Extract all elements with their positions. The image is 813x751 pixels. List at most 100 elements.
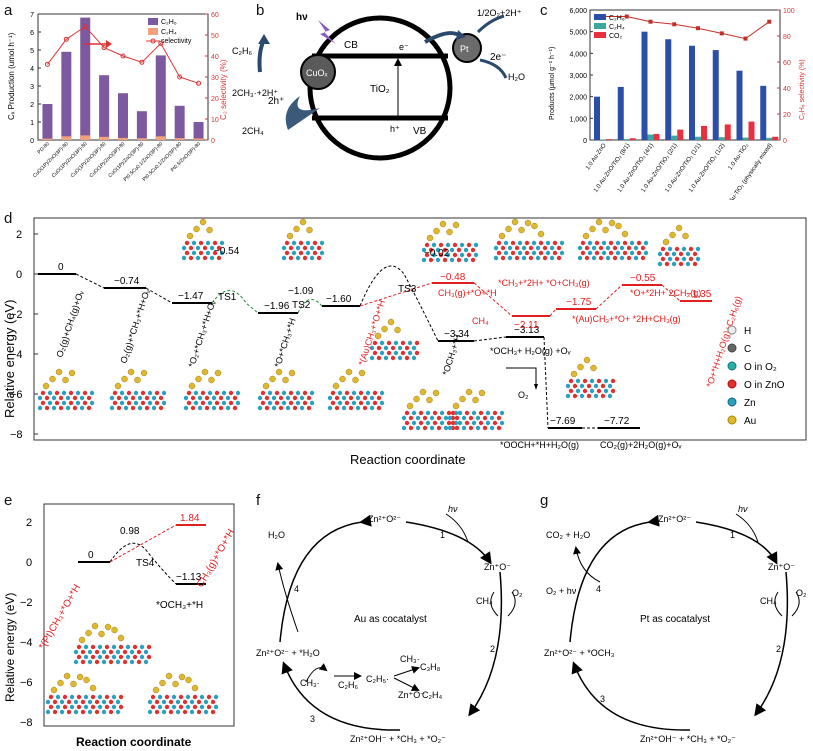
zno-atom xyxy=(83,694,89,700)
au-atom xyxy=(433,227,440,235)
e-ytick-m2: −2 xyxy=(20,597,33,609)
zno-atom xyxy=(235,390,241,396)
zno-atom xyxy=(171,694,177,700)
a-ytick-label: 5 xyxy=(30,48,34,55)
zno-atom xyxy=(575,388,581,394)
zno-atom xyxy=(147,709,153,715)
au-atom xyxy=(63,672,71,680)
zno-atom xyxy=(161,699,167,705)
d-lbl-5: *OCH₃+ H₂O(g) +Oᵥ xyxy=(490,346,571,356)
zno-atom xyxy=(454,425,460,431)
zno-atom xyxy=(565,393,571,399)
zno-atom xyxy=(69,704,75,710)
d-ytick-m6: −6 xyxy=(10,389,23,401)
zno-atom xyxy=(365,390,371,396)
zno-atom xyxy=(397,355,403,361)
zno-atom xyxy=(464,410,470,416)
d-ts3: TS3 xyxy=(398,284,417,295)
zno-atom xyxy=(309,245,315,251)
zno-atom xyxy=(681,246,687,252)
zno-atom xyxy=(157,704,163,710)
zno-atom xyxy=(216,245,222,251)
au-atom xyxy=(358,369,366,377)
zno-atom xyxy=(288,390,294,396)
zno-atom xyxy=(446,410,452,416)
panel-d-letter: d xyxy=(4,210,13,227)
zno-atom xyxy=(184,240,190,246)
zno-atom xyxy=(431,252,437,258)
au-atom xyxy=(531,222,538,230)
zno-atom xyxy=(136,659,142,665)
zno-atom xyxy=(101,649,107,655)
c-ytick-r-label: 40 xyxy=(783,86,791,93)
zno-atom xyxy=(432,420,438,426)
zno-atom xyxy=(468,425,474,431)
d-er-2: −1.75 xyxy=(566,297,592,308)
au-atom xyxy=(185,676,192,684)
panel-a-letter: a xyxy=(4,2,13,19)
zno-atom xyxy=(383,355,389,361)
zno-atom xyxy=(390,345,396,351)
zno-atom xyxy=(470,257,476,263)
zno-atom xyxy=(552,250,558,256)
zno-atom xyxy=(681,256,687,262)
zno-atom xyxy=(192,694,198,700)
au-atom xyxy=(50,686,58,694)
f-step2: 2 xyxy=(490,644,495,654)
zno-atom xyxy=(101,659,107,665)
zno-atom xyxy=(579,383,585,389)
d-ytick-m2: −2 xyxy=(10,309,23,321)
zno-atom xyxy=(447,425,453,431)
zno-atom xyxy=(284,240,290,246)
zno-atom xyxy=(657,251,663,257)
d-ts2-e: −1.09 xyxy=(288,286,314,297)
au-atom xyxy=(432,389,440,397)
zno-atom xyxy=(161,390,167,396)
zno-atom xyxy=(137,405,143,411)
au-atom xyxy=(662,238,670,246)
zno-atom xyxy=(586,393,592,399)
zno-atom xyxy=(407,340,413,346)
zno-atom xyxy=(175,699,181,705)
au-atom xyxy=(49,375,56,383)
zno-atom xyxy=(401,425,407,431)
c-ytick-r-label: 100 xyxy=(783,8,795,15)
au-atom xyxy=(83,676,90,684)
zno-atom xyxy=(213,694,219,700)
zno-atom xyxy=(438,252,444,258)
zno-atom xyxy=(408,425,414,431)
zno-atom xyxy=(76,704,82,710)
au-atom xyxy=(195,375,202,383)
zno-atom xyxy=(605,245,611,251)
zno-atom xyxy=(62,694,68,700)
zno-atom xyxy=(161,709,167,715)
zno-atom xyxy=(615,240,621,246)
zno-atom xyxy=(436,425,442,431)
au-atom xyxy=(188,382,196,390)
panel-b-letter: b xyxy=(256,2,265,19)
zno-atom xyxy=(111,704,117,710)
zno-atom xyxy=(607,393,613,399)
zno-atom xyxy=(150,694,156,700)
d-e-4: −1.60 xyxy=(326,294,352,305)
panel-g-letter: g xyxy=(540,492,549,509)
zno-atom xyxy=(538,250,544,256)
zno-atom xyxy=(685,251,691,257)
zno-atom xyxy=(51,395,57,401)
a-ytick-label: 2 xyxy=(30,102,34,109)
d-ts1-e: −0.54 xyxy=(214,246,240,257)
f-c2h4: C₂H₄ xyxy=(422,690,442,700)
c-ylabel-left: Products (μmol g⁻¹ h⁻¹) xyxy=(549,47,556,120)
c-legend-c2h6: C₂H₆ xyxy=(609,15,625,22)
zno-atom xyxy=(75,390,81,396)
zno-atom xyxy=(355,405,361,411)
d-leg-ozno: O in ZnO xyxy=(744,380,785,391)
b-h2o: H₂O xyxy=(508,72,525,82)
zno-atom xyxy=(344,390,350,396)
zno-atom xyxy=(503,240,509,246)
b-c2h6: C₂H₆ xyxy=(232,46,252,56)
b-ch4: 2CH₄ xyxy=(242,126,264,136)
zno-atom xyxy=(185,694,191,700)
zno-atom xyxy=(140,390,146,396)
e-en-2: 1.84 xyxy=(180,513,200,524)
